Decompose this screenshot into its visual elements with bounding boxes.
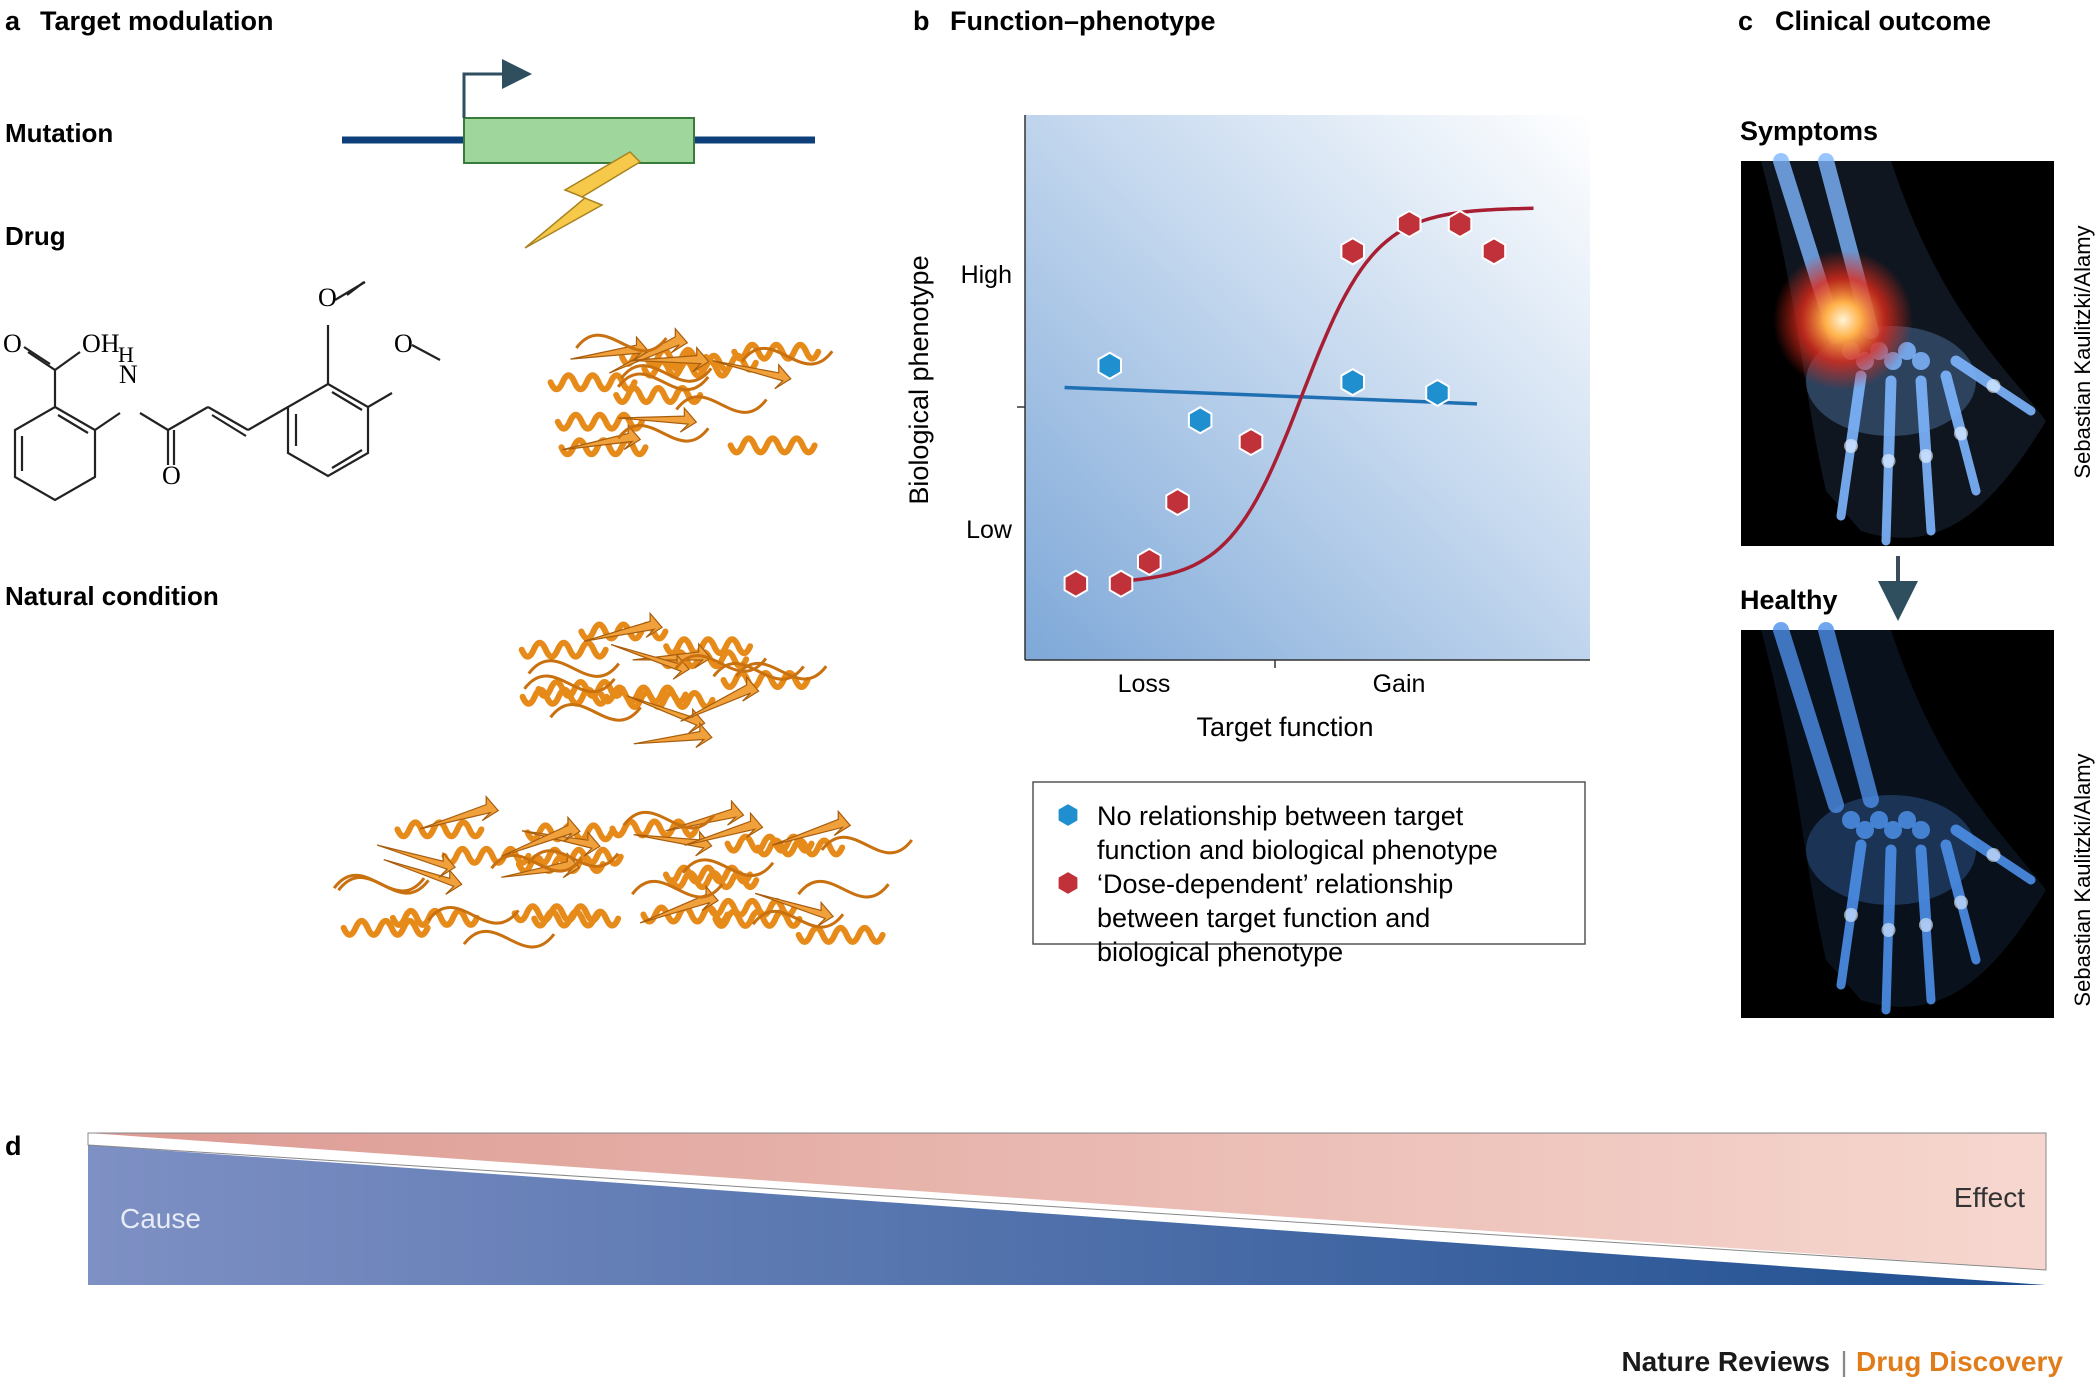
panel-d-letter: d — [5, 1131, 22, 1161]
chemical-structure — [13, 281, 441, 502]
journal-footer: Nature Reviews | Drug Discovery — [1621, 1346, 2063, 1377]
image-credit-bottom: Sebastian Kaulitzki/Alamy — [2070, 753, 2095, 1006]
atom-o-methoxy-right: O — [394, 329, 413, 358]
atom-o-carbonyl: O — [3, 329, 22, 358]
x-tick-gain: Gain — [1373, 670, 1426, 698]
healthy-label: Healthy — [1740, 585, 1838, 615]
legend-text-red-line-2: between target function and — [1097, 903, 1430, 933]
y-tick-high: High — [961, 261, 1012, 289]
mutation-label: Mutation — [5, 118, 113, 148]
symptoms-label: Symptoms — [1740, 116, 1878, 146]
atom-h: H — [118, 342, 134, 367]
cause-wedge — [88, 1145, 2046, 1285]
footer-separator: | — [1840, 1346, 1847, 1377]
panel-b-title: Function–phenotype — [950, 6, 1216, 36]
x-axis-label: Target function — [1196, 712, 1373, 742]
promoter-arrow-icon — [462, 59, 532, 118]
function-phenotype-chart: High Low Loss Gain Target function Biolo… — [904, 115, 1590, 742]
image-credit-top: Sebastian Kaulitzki/Alamy — [2070, 225, 2095, 478]
legend-markers — [1056, 801, 1080, 897]
dose-dependent-point-6 — [1340, 237, 1365, 266]
no-relationship-point-2 — [1187, 406, 1213, 435]
cause-label: Cause — [120, 1203, 201, 1234]
legend-box — [1032, 781, 1586, 945]
legend-text-blue-line-1: No relationship between target — [1097, 801, 1464, 831]
journal-name: Nature Reviews — [1621, 1346, 1830, 1377]
y-axis-label: Biological phenotype — [904, 255, 934, 504]
legend-text-red-line-3: biological phenotype — [1097, 937, 1343, 967]
protein-structures — [332, 327, 914, 949]
gene-diagram — [342, 59, 815, 249]
hand-bones-healthy — [1761, 622, 2046, 1015]
atom-oh: OH — [82, 329, 120, 358]
dose-dependent-point-3 — [1137, 547, 1162, 577]
panel-d: d Cause Effect — [5, 1131, 2047, 1285]
atom-o-amide: O — [162, 461, 181, 490]
atom-o-methoxy-top: O — [318, 283, 337, 312]
panel-a-title: Target modulation — [40, 6, 274, 36]
gene-box — [463, 117, 695, 164]
panel-a: a Target modulation Mutation Drug Natura… — [3, 6, 914, 949]
chart-legend: No relationship between target function … — [1032, 781, 1586, 967]
y-tick-low: Low — [966, 516, 1013, 544]
legend-marker-red — [1056, 869, 1080, 897]
journal-section: Drug Discovery — [1856, 1346, 2063, 1377]
protein-natural-1 — [518, 611, 828, 748]
panel-a-letter: a — [5, 6, 21, 36]
legend-text-red-line-1: ‘Dose-dependent’ relationship — [1097, 869, 1453, 899]
protein-natural-3 — [609, 799, 914, 945]
no-relationship-point-1 — [1097, 351, 1122, 380]
chart-marks — [1063, 206, 1534, 598]
panel-c: c Clinical outcome Symptoms Healthy Seba… — [1738, 6, 2095, 1018]
benzene-ring-right — [286, 382, 370, 478]
benzene-ring-left — [13, 405, 97, 502]
dose-dependent-point-1 — [1063, 569, 1089, 598]
dose-response-curve — [1115, 206, 1534, 584]
atom-n: N — [119, 360, 138, 389]
legend-marker-blue — [1056, 801, 1080, 829]
xray-healthy-image — [1741, 622, 2054, 1018]
chemical-labels: O OH H N O O O — [3, 281, 413, 490]
panel-c-title: Clinical outcome — [1775, 6, 1991, 36]
x-tick-loss: Loss — [1118, 670, 1171, 698]
effect-wedge — [88, 1133, 2046, 1270]
dose-dependent-point-8 — [1447, 209, 1473, 239]
dose-dependent-point-7 — [1396, 209, 1422, 239]
inflammation-glow-icon — [1773, 250, 1913, 390]
effect-label: Effect — [1954, 1182, 2025, 1213]
plot-area — [1025, 115, 1590, 660]
natural-condition-label: Natural condition — [5, 581, 219, 611]
xray-symptoms-image — [1741, 153, 2054, 546]
panel-b-letter: b — [913, 6, 930, 36]
no-relationship-point-3 — [1340, 367, 1365, 397]
protein-drug-bound — [547, 327, 834, 458]
dose-dependent-point-5 — [1238, 427, 1264, 457]
no-relationship-point-4 — [1425, 378, 1450, 408]
legend-text-blue-line-2: function and biological phenotype — [1097, 835, 1498, 865]
protein-natural-2 — [332, 795, 624, 949]
panel-b: b Function–phenotype High Low Loss Gain … — [904, 6, 1590, 967]
dose-dependent-point-9 — [1481, 237, 1507, 266]
lightning-bolt-icon — [524, 151, 642, 249]
drug-label: Drug — [5, 221, 66, 251]
dose-dependent-point-2 — [1108, 569, 1134, 598]
trend-line-no-relationship — [1064, 385, 1478, 406]
dose-dependent-point-4 — [1165, 487, 1190, 517]
panel-c-letter: c — [1738, 6, 1753, 36]
